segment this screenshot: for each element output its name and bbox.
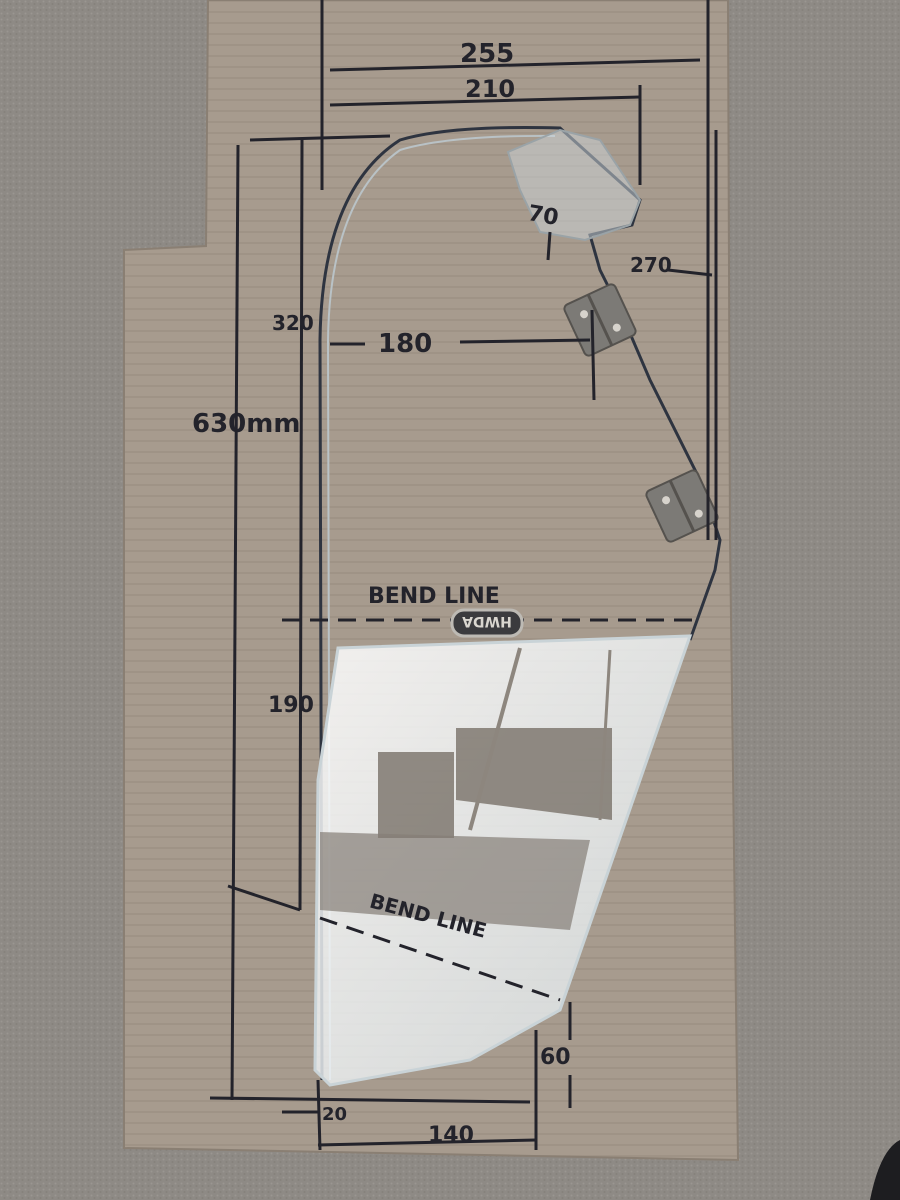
reflection-2 [456, 728, 612, 820]
reflection-1 [378, 752, 454, 838]
shoe-corner [870, 1140, 900, 1200]
dim-210: 210 [465, 75, 515, 103]
dim-70: 70 [526, 201, 561, 231]
hinge-upper [563, 283, 637, 357]
screen-inner-edge [326, 134, 556, 1081]
dim-190: 190 [268, 693, 314, 718]
badge-logo-text: HWDA [462, 613, 512, 629]
dim-255: 255 [460, 39, 514, 69]
dimension-lines [209, 0, 718, 1151]
dim-320: 320 [272, 311, 314, 335]
visor-tab [506, 128, 642, 242]
dim-180: 180 [378, 329, 432, 359]
reflection-line-2 [598, 649, 612, 821]
reflection-line [468, 647, 522, 831]
dim-140: 140 [428, 1123, 474, 1148]
dim-20: 20 [322, 1104, 347, 1125]
reflection-3 [320, 832, 590, 930]
dim-60: 60 [540, 1045, 571, 1070]
dim-270: 270 [630, 253, 672, 277]
hwda-logo-badge: HWDA [450, 608, 524, 638]
hinge-lower [645, 469, 719, 543]
bend-line-upper-label: BEND LINE [368, 584, 500, 609]
dim-630mm: 630mm [192, 409, 300, 439]
